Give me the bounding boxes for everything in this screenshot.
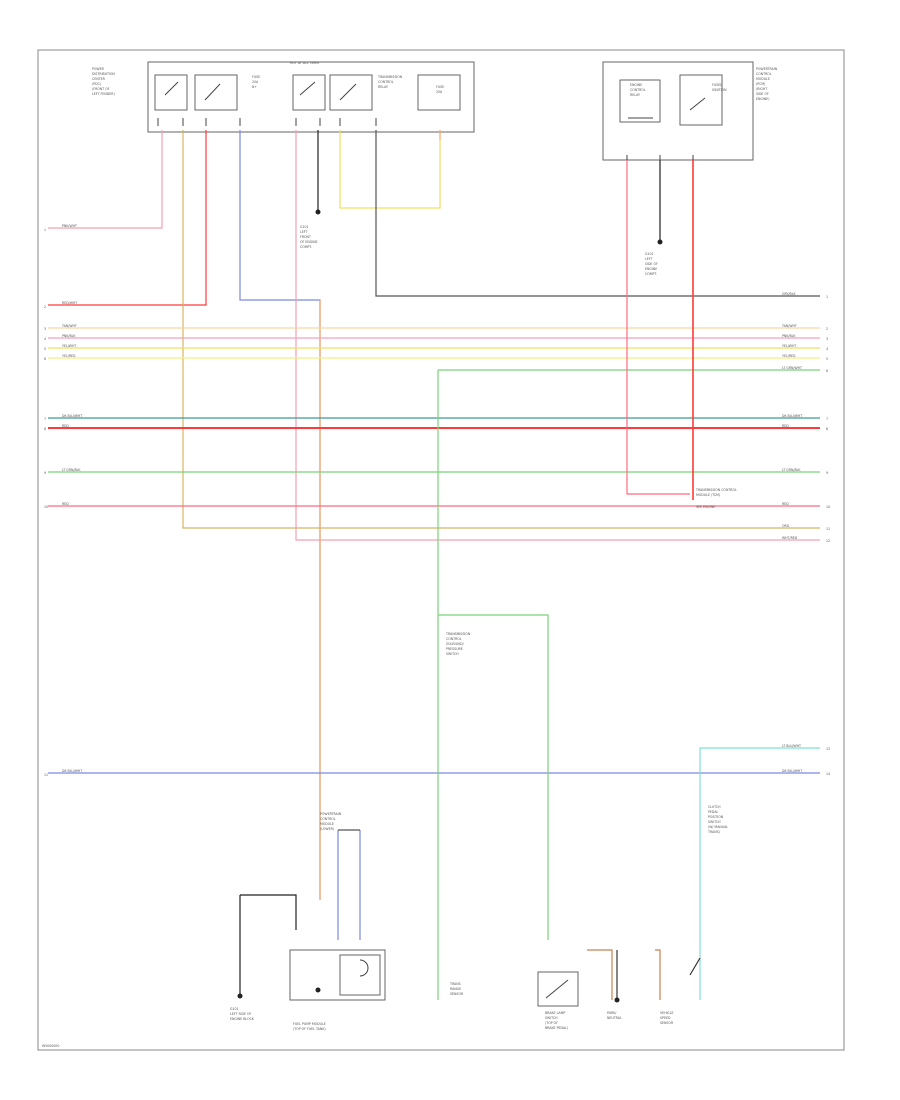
ground-a-icon [315, 209, 321, 215]
wires [48, 130, 820, 1000]
svg-text:7: 7 [826, 417, 828, 421]
diagram-frame [37, 49, 845, 1051]
brake-lamp-switch [537, 971, 579, 1007]
svg-text:FUSED IGNITION: FUSED IGNITION [712, 83, 727, 92]
svg-text:4: 4 [44, 337, 46, 341]
svg-text:WHT/RED: WHT/RED [782, 536, 798, 540]
powertrain-control-module-top [602, 61, 754, 165]
svg-text:5: 5 [826, 357, 828, 361]
svg-text:FUSE 20A: FUSE 20A [436, 85, 445, 94]
svg-text:3: 3 [826, 337, 828, 341]
svg-text:POWER DISTRIBUTION CEN: POWER DISTRIBUTION CENTER (PDC) (FRONT O… [92, 67, 116, 96]
svg-text:8: 8 [44, 427, 46, 431]
wire-orange-2 [295, 130, 820, 541]
svg-text:5: 5 [44, 347, 46, 351]
ground-b-icon [657, 239, 663, 245]
svg-text:YEL/WHT: YEL/WHT [782, 344, 796, 348]
power-distribution-center: HOT AT ALL TIMES [147, 61, 475, 133]
svg-text:RED/WHT: RED/WHT [62, 301, 77, 305]
svg-text:DK BLU/WHT: DK BLU/WHT [782, 769, 802, 773]
svg-text:PARK/ NEUTRAL: PARK/ NEUTRAL [607, 1011, 622, 1020]
wire-red-2 [48, 130, 207, 306]
svg-text:TRANSMISSION CONTROL R: TRANSMISSION CONTROL RELAY [377, 75, 403, 89]
svg-text:G101 LEFT SIDE OF ENGI: G101 LEFT SIDE OF ENGINE BLOCK [230, 1007, 255, 1021]
svg-text:HOT AT ALL TIMES: HOT AT ALL TIMES [290, 61, 319, 65]
svg-text:LT GRN/WHT: LT GRN/WHT [782, 366, 802, 370]
svg-text:TRANS RANGE SENSOR: TRANS RANGE SENSOR [449, 982, 464, 996]
svg-text:9: 9 [826, 471, 828, 475]
svg-text:YEL/RED: YEL/RED [782, 354, 796, 358]
svg-text:LT GRN/BLK: LT GRN/BLK [62, 468, 81, 472]
svg-text:2: 2 [826, 327, 828, 331]
wire-pink-1 [48, 130, 163, 229]
svg-text:YEL/RED: YEL/RED [62, 354, 76, 358]
svg-text:1: 1 [826, 295, 828, 299]
svg-text:RED: RED [782, 424, 789, 428]
svg-text:RED: RED [782, 502, 789, 506]
svg-text:CLUTCH PEDAL POSITION: CLUTCH PEDAL POSITION SWITCH (W/ MANUAL … [707, 805, 729, 834]
fuel-pump-module [289, 949, 386, 1001]
wire-gray [375, 130, 820, 297]
svg-text:GRY/BLK: GRY/BLK [782, 292, 796, 296]
svg-text:6: 6 [44, 357, 46, 361]
svg-text:4: 4 [826, 347, 828, 351]
svg-text:10: 10 [44, 505, 48, 509]
svg-text:ENGINE CONTROL RELAY: ENGINE CONTROL RELAY [630, 83, 647, 97]
svg-text:11: 11 [44, 773, 48, 777]
svg-text:ORG: ORG [782, 524, 790, 528]
svg-text:10: 10 [826, 505, 830, 509]
svg-text:12: 12 [826, 539, 830, 543]
svg-text:PNK/BLK: PNK/BLK [782, 334, 796, 338]
svg-text:FUSE 20A B+: FUSE 20A B+ [252, 75, 261, 89]
svg-text:TRANSMISSION CONTROL MODUL: TRANSMISSION CONTROL MODULE (TCM) [695, 488, 738, 497]
svg-text:PNK/WHT: PNK/WHT [62, 224, 77, 228]
footer-code: W5000000 [42, 1044, 59, 1048]
svg-text:G101 LEFT SIDE OF: G101 LEFT SIDE OF ENGINE COMPT. [645, 252, 659, 276]
svg-text:6: 6 [826, 369, 828, 373]
svg-text:13: 13 [826, 747, 830, 751]
svg-text:VEHICLE SPEED SENSOR: VEHICLE SPEED SENSOR [660, 1011, 675, 1025]
svg-text:LT GRN/BLK: LT GRN/BLK [782, 468, 801, 472]
svg-text:LT BLU/WHT: LT BLU/WHT [782, 744, 801, 748]
svg-text:POWERTRAIN CONTROL MOD: POWERTRAIN CONTROL MODULE (LOWER) [320, 812, 342, 831]
svg-text:TRANSMISSION CONTROL S: TRANSMISSION CONTROL SOLENOID/ PRESSURE … [445, 632, 471, 656]
svg-text:14: 14 [826, 772, 830, 776]
svg-text:3: 3 [44, 327, 46, 331]
svg-text:DK BLU/WHT: DK BLU/WHT [62, 769, 82, 773]
svg-text:2: 2 [44, 305, 46, 309]
svg-text:11: 11 [826, 527, 830, 531]
svg-text:PNK/BLK: PNK/BLK [62, 334, 76, 338]
svg-text:FUEL PUMP MODULE (TOP OF F: FUEL PUMP MODULE (TOP OF FUEL TANK) [293, 1022, 327, 1031]
svg-text:POWERTRAIN CONTROL MOD: POWERTRAIN CONTROL MODULE (PCM) (RIGHT S… [756, 67, 778, 101]
svg-text:BRAKE LAMP SWITCH (TOP: BRAKE LAMP SWITCH (TOP OF BRAKE PEDAL) [545, 1011, 568, 1030]
svg-text:RED: RED [62, 424, 69, 428]
wire-orange [182, 130, 820, 529]
svg-text:TAN/WHT: TAN/WHT [61, 324, 77, 328]
svg-text:9: 9 [44, 471, 46, 475]
svg-text:7: 7 [44, 417, 46, 421]
svg-text:TAN/WHT: TAN/WHT [781, 324, 797, 328]
left-wire-labels: PNK/WHT RED/WHT TAN/WHT PNK/BLK YEL/WHT … [44, 224, 82, 777]
svg-text:SEE ENGINE: SEE ENGINE [696, 505, 715, 509]
svg-text:RED: RED [62, 502, 69, 506]
svg-text:DK BLU/WHT: DK BLU/WHT [782, 414, 802, 418]
svg-text:DK BLU/WHT: DK BLU/WHT [62, 414, 82, 418]
right-wire-labels: GRY/BLK TAN/WHT PNK/BLK YEL/WHT YEL/RED … [781, 292, 830, 776]
svg-text:G101 LEFT FRONT OF: G101 LEFT FRONT OF ENGINE COMPT. [300, 225, 319, 249]
svg-text:1: 1 [44, 228, 46, 232]
ground-c-icon [237, 993, 243, 999]
ground-symbols [237, 209, 663, 1003]
svg-text:8: 8 [826, 427, 828, 431]
svg-text:YEL/WHT: YEL/WHT [62, 344, 76, 348]
